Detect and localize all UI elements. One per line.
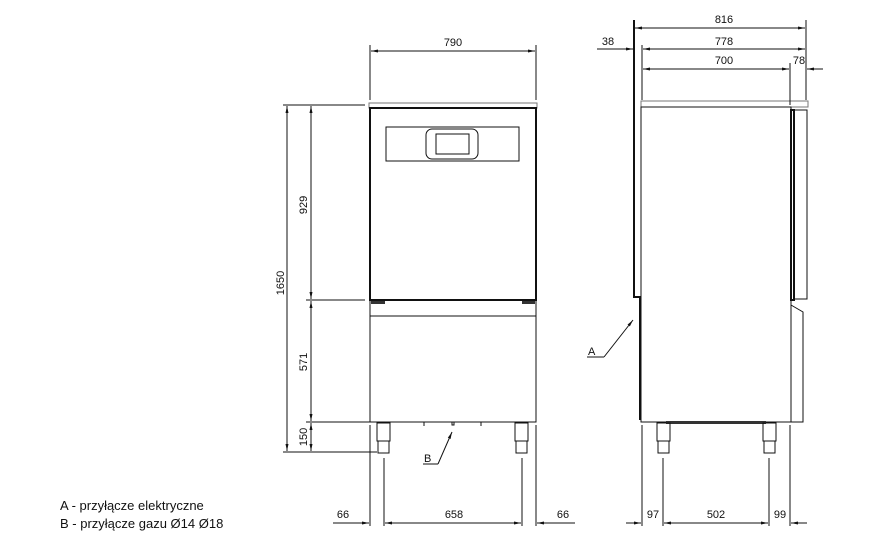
dim-depth-body: 778 xyxy=(715,36,733,48)
callout-b: B xyxy=(424,453,431,465)
dim-width: 790 xyxy=(444,37,462,49)
side-body xyxy=(640,106,792,423)
legend-b: B - przyłącze gazu Ø14 Ø18 xyxy=(60,516,224,531)
dim-offset-back: 38 xyxy=(602,36,614,48)
display-bezel xyxy=(425,128,479,160)
dim-door: 78 xyxy=(793,55,805,67)
dim-height-lower: 571 xyxy=(298,353,310,371)
dim-bottom-center: 502 xyxy=(707,509,725,521)
dim-height-legs: 150 xyxy=(298,428,310,446)
dim-bottom-center: 658 xyxy=(445,509,463,521)
dim-depth-inner: 700 xyxy=(715,55,733,67)
dim-bottom-left: 66 xyxy=(337,509,349,521)
display-screen xyxy=(435,133,470,155)
door-handle xyxy=(793,109,808,300)
dim-height-total: 1650 xyxy=(275,271,287,295)
dim-bottom-right: 99 xyxy=(774,509,786,521)
dim-height-upper: 929 xyxy=(298,196,310,214)
control-panel xyxy=(385,126,520,162)
leg-right xyxy=(514,422,529,454)
callout-a: A xyxy=(588,346,596,358)
dim-bottom-right: 66 xyxy=(557,509,569,521)
lower-cabinet xyxy=(369,299,537,423)
front-view: 790 1650 929 571 150 66 658 66 B xyxy=(275,37,575,526)
front-door xyxy=(369,107,537,301)
side-view: 816 38 778 700 78 97 502 99 A xyxy=(587,14,823,526)
leg-left xyxy=(376,422,391,454)
legend-a: A - przyłącze elektryczne xyxy=(60,498,204,513)
dim-bottom-left: 97 xyxy=(647,509,659,521)
top-cap xyxy=(640,100,809,108)
dim-depth-total: 816 xyxy=(715,14,733,26)
leg-left xyxy=(656,422,671,454)
leg-right xyxy=(762,422,777,454)
